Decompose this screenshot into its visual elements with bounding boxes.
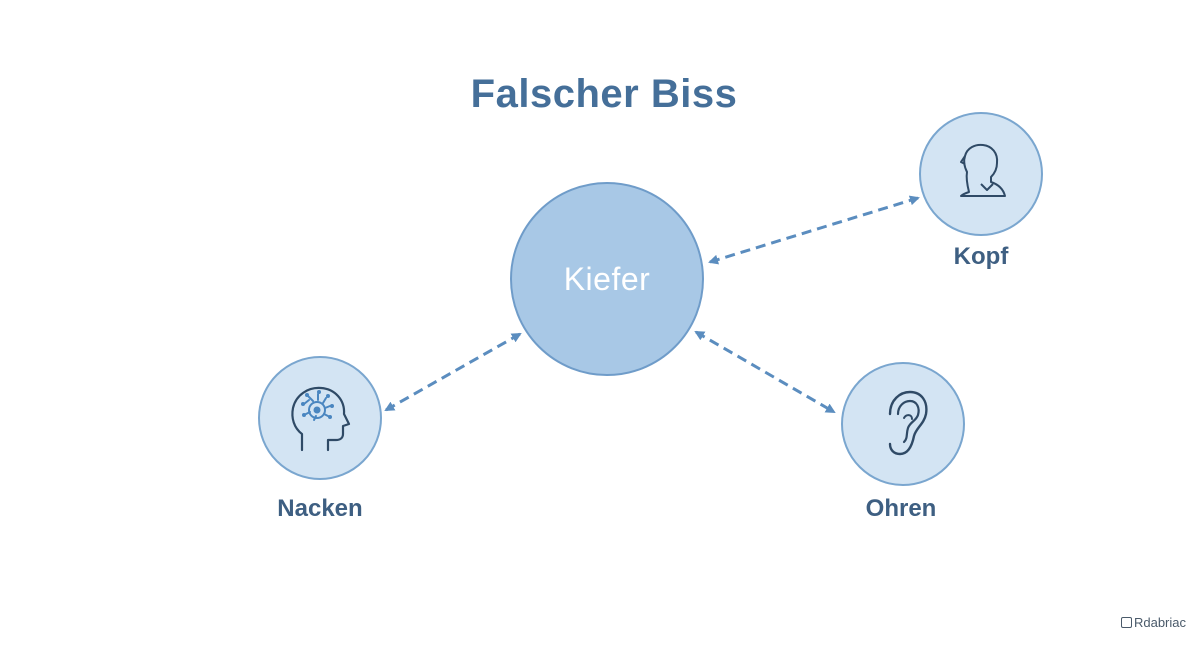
head-silhouette-icon [960, 143, 1006, 197]
node-kopf [919, 112, 1043, 236]
watermark: Rdabriac [1120, 615, 1186, 630]
node-kiefer-label: Kiefer [563, 260, 651, 297]
ear-icon [888, 390, 928, 456]
node-ohren [841, 362, 965, 486]
node-kopf-label: Kopf [953, 243, 1009, 270]
watermark-text: Rdabriac [1133, 615, 1186, 630]
diagram-title: Falscher Biss [470, 72, 738, 116]
node-nacken [258, 356, 382, 480]
node-ohren-label: Ohren [865, 495, 937, 522]
brain-head-icon [291, 386, 351, 452]
arrow-kiefer-nacken [384, 332, 522, 412]
node-nacken-label: Nacken [277, 495, 363, 522]
node-kiefer: Kiefer [510, 182, 704, 376]
arrow-kiefer-kopf [708, 195, 920, 265]
watermark-box-icon [1120, 617, 1132, 628]
arrow-kiefer-ohren [694, 330, 836, 414]
